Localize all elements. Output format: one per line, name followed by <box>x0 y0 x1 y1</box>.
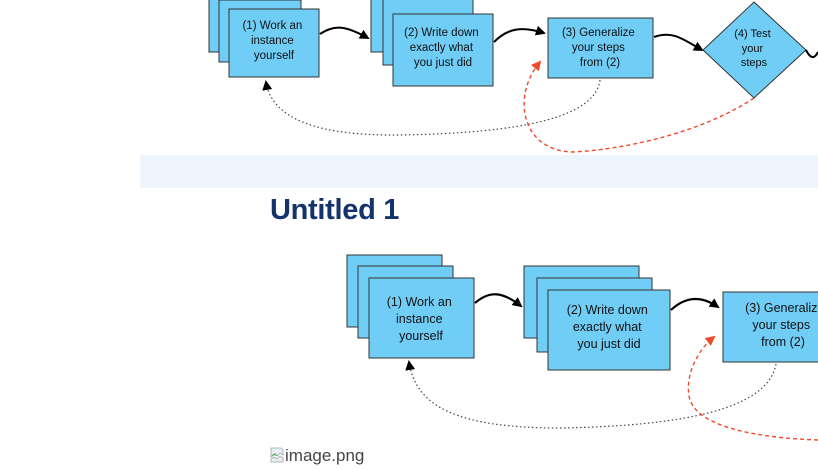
svg-text:(2) Write down exactly w: (2) Write down exactly what you just did <box>404 27 482 69</box>
step-2-line-3: you just did <box>414 57 472 69</box>
step-4-diamond: (4) Test your steps <box>702 1 807 99</box>
step-2-line-2: exactly what <box>410 42 474 54</box>
bottom-step-1-line-1: (1) Work an <box>387 295 452 309</box>
step-4-line-3: steps <box>741 57 768 69</box>
broken-image-icon <box>270 447 284 463</box>
svg-text:(1) Work an instance: (1) Work an instance yourself <box>242 20 305 62</box>
step-4-line-2: your <box>742 43 764 55</box>
bottom-step-2-line-3: you just did <box>577 337 640 351</box>
page-title: Untitled 1 <box>270 194 400 226</box>
svg-text:(2) Write down exactly w: (2) Write down exactly what you just did <box>567 303 652 351</box>
broken-image-placeholder: image.png <box>270 446 364 470</box>
svg-text:(4) Test your step: (4) Test your steps <box>734 28 774 69</box>
step-1-line-3: yourself <box>254 50 295 62</box>
step-1-line-1: (1) Work an <box>242 20 302 32</box>
bottom-arrow-1-to-2 <box>474 293 523 308</box>
svg-text:(3) Generaliz your steps: (3) Generaliz your steps from (2) <box>745 301 818 349</box>
step-1-line-2: instance <box>251 35 294 47</box>
step-2-line-1: (2) Write down <box>404 27 479 39</box>
bottom-step-1-stack: (1) Work an instance yourself <box>346 254 475 359</box>
svg-text:(3) Generalize your step: (3) Generalize your steps from (2) <box>562 27 638 69</box>
arrow-1-to-2 <box>319 26 370 39</box>
section-divider-band <box>140 155 818 188</box>
red-dashed-feedback-arrow <box>523 60 755 153</box>
dotted-feedback-arrow <box>262 79 601 136</box>
bottom-arrow-2-to-3 <box>670 298 720 311</box>
bottom-step-1-line-3: yourself <box>399 329 443 343</box>
step-4-line-1: (4) Test <box>734 28 770 40</box>
bottom-step-2-stack: (2) Write down exactly what you just did <box>523 265 671 371</box>
bottom-step-1-line-2: instance <box>396 312 443 326</box>
step-3-line-3: from (2) <box>580 57 620 69</box>
broken-image-alt-text: image.png <box>285 446 365 465</box>
bottom-dotted-feedback-arrow <box>405 360 777 429</box>
bottom-red-dashed-feedback-arrow <box>687 335 818 441</box>
bottom-step-2-line-1: (2) Write down <box>567 303 648 317</box>
arrow-3-to-4 <box>653 33 704 51</box>
diagram-top: (1) Work an instance yourself (2) Write … <box>208 0 818 153</box>
arrow-4-out <box>805 49 818 58</box>
step-1-stack: (1) Work an instance yourself <box>208 0 320 78</box>
step-3-line-2: your steps <box>572 42 625 54</box>
diagram-bottom: (1) Work an instance yourself (2) Write … <box>346 254 818 441</box>
svg-text:(1) Work an instance: (1) Work an instance yourself <box>387 295 456 343</box>
bottom-step-3-box: (3) Generaliz your steps from (2) <box>722 291 818 363</box>
bottom-step-2-line-2: exactly what <box>573 320 642 334</box>
bottom-step-3-line-3: from (2) <box>761 335 805 349</box>
arrow-2-to-3 <box>493 25 546 43</box>
bottom-step-3-line-1: (3) Generaliz <box>745 301 817 315</box>
step-2-stack: (2) Write down exactly what you just did <box>370 0 494 87</box>
step-3-box: (3) Generalize your steps from (2) <box>547 17 654 79</box>
bottom-step-3-line-2: your steps <box>752 318 810 332</box>
step-3-line-1: (3) Generalize <box>562 27 635 39</box>
